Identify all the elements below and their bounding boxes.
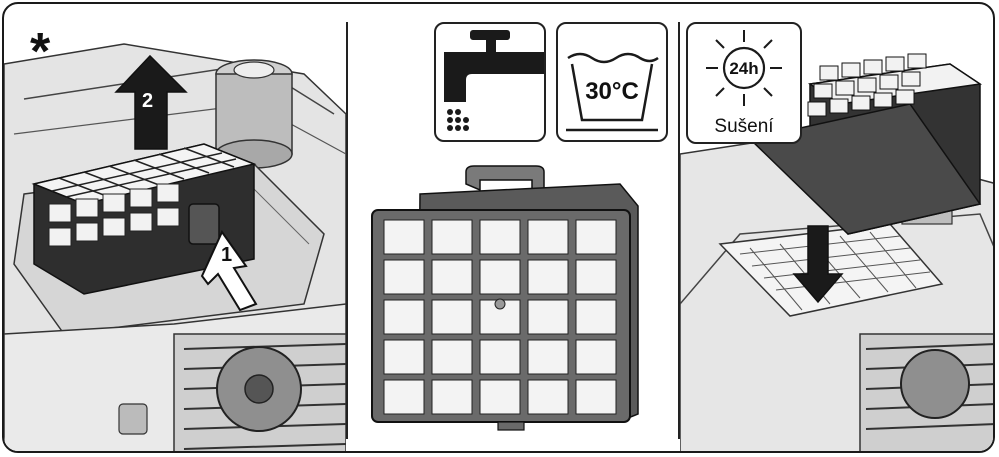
water-tap-icon: [444, 30, 544, 131]
filter-illustration: [371, 165, 639, 431]
panel-wash-filter: 30°C: [348, 4, 678, 451]
water-tap-icon-box: [434, 22, 546, 142]
divider-right: [678, 22, 680, 439]
drying-label: Sušení: [714, 116, 774, 137]
wash-tub-icon: [566, 52, 659, 132]
vacuum-illustration-reinsert: [680, 53, 993, 451]
panel-remove-filter: * 2 1: [4, 4, 346, 451]
up-arrow-outline-icon: [200, 229, 258, 312]
drying-icon-box: 24h Sušení: [686, 22, 802, 144]
down-arrow-icon: [792, 225, 844, 304]
up-arrow-icon: [114, 54, 188, 150]
vacuum-illustration-remove: [4, 43, 346, 451]
divider-left: [346, 22, 348, 439]
sun-drying-icon: [706, 30, 782, 106]
wash-temperature-icon-box: 30°C: [556, 22, 668, 142]
panel-reinsert-filter: 24h Sušení: [680, 4, 993, 451]
